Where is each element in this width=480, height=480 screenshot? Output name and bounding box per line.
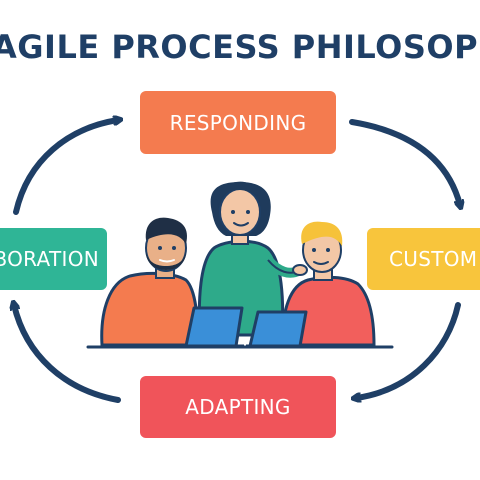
person-blond-man <box>280 221 376 347</box>
arrow-bottom-left <box>14 305 121 403</box>
step-custom-label: CUSTOM <box>389 247 478 271</box>
arrow-top-right <box>349 119 460 205</box>
cycle-arrows <box>14 120 460 400</box>
page-title: AGILE PROCESS PHILOSOPHY <box>0 28 480 66</box>
person-bearded-man <box>100 217 200 347</box>
step-aboration-label: ABORATION <box>0 247 99 271</box>
step-responding-label: RESPONDING <box>169 110 307 135</box>
arrow-bottom-right <box>356 302 461 398</box>
step-responding: RESPONDING <box>140 91 336 154</box>
arrow-top-left <box>13 120 118 215</box>
step-custom: CUSTOM <box>367 228 480 290</box>
laptop-right <box>246 310 308 348</box>
step-adapting: ADAPTING <box>140 376 336 438</box>
step-adapting-label: ADAPTING <box>185 395 291 419</box>
laptop-left <box>182 306 244 348</box>
step-aboration: ABORATION <box>0 228 107 290</box>
